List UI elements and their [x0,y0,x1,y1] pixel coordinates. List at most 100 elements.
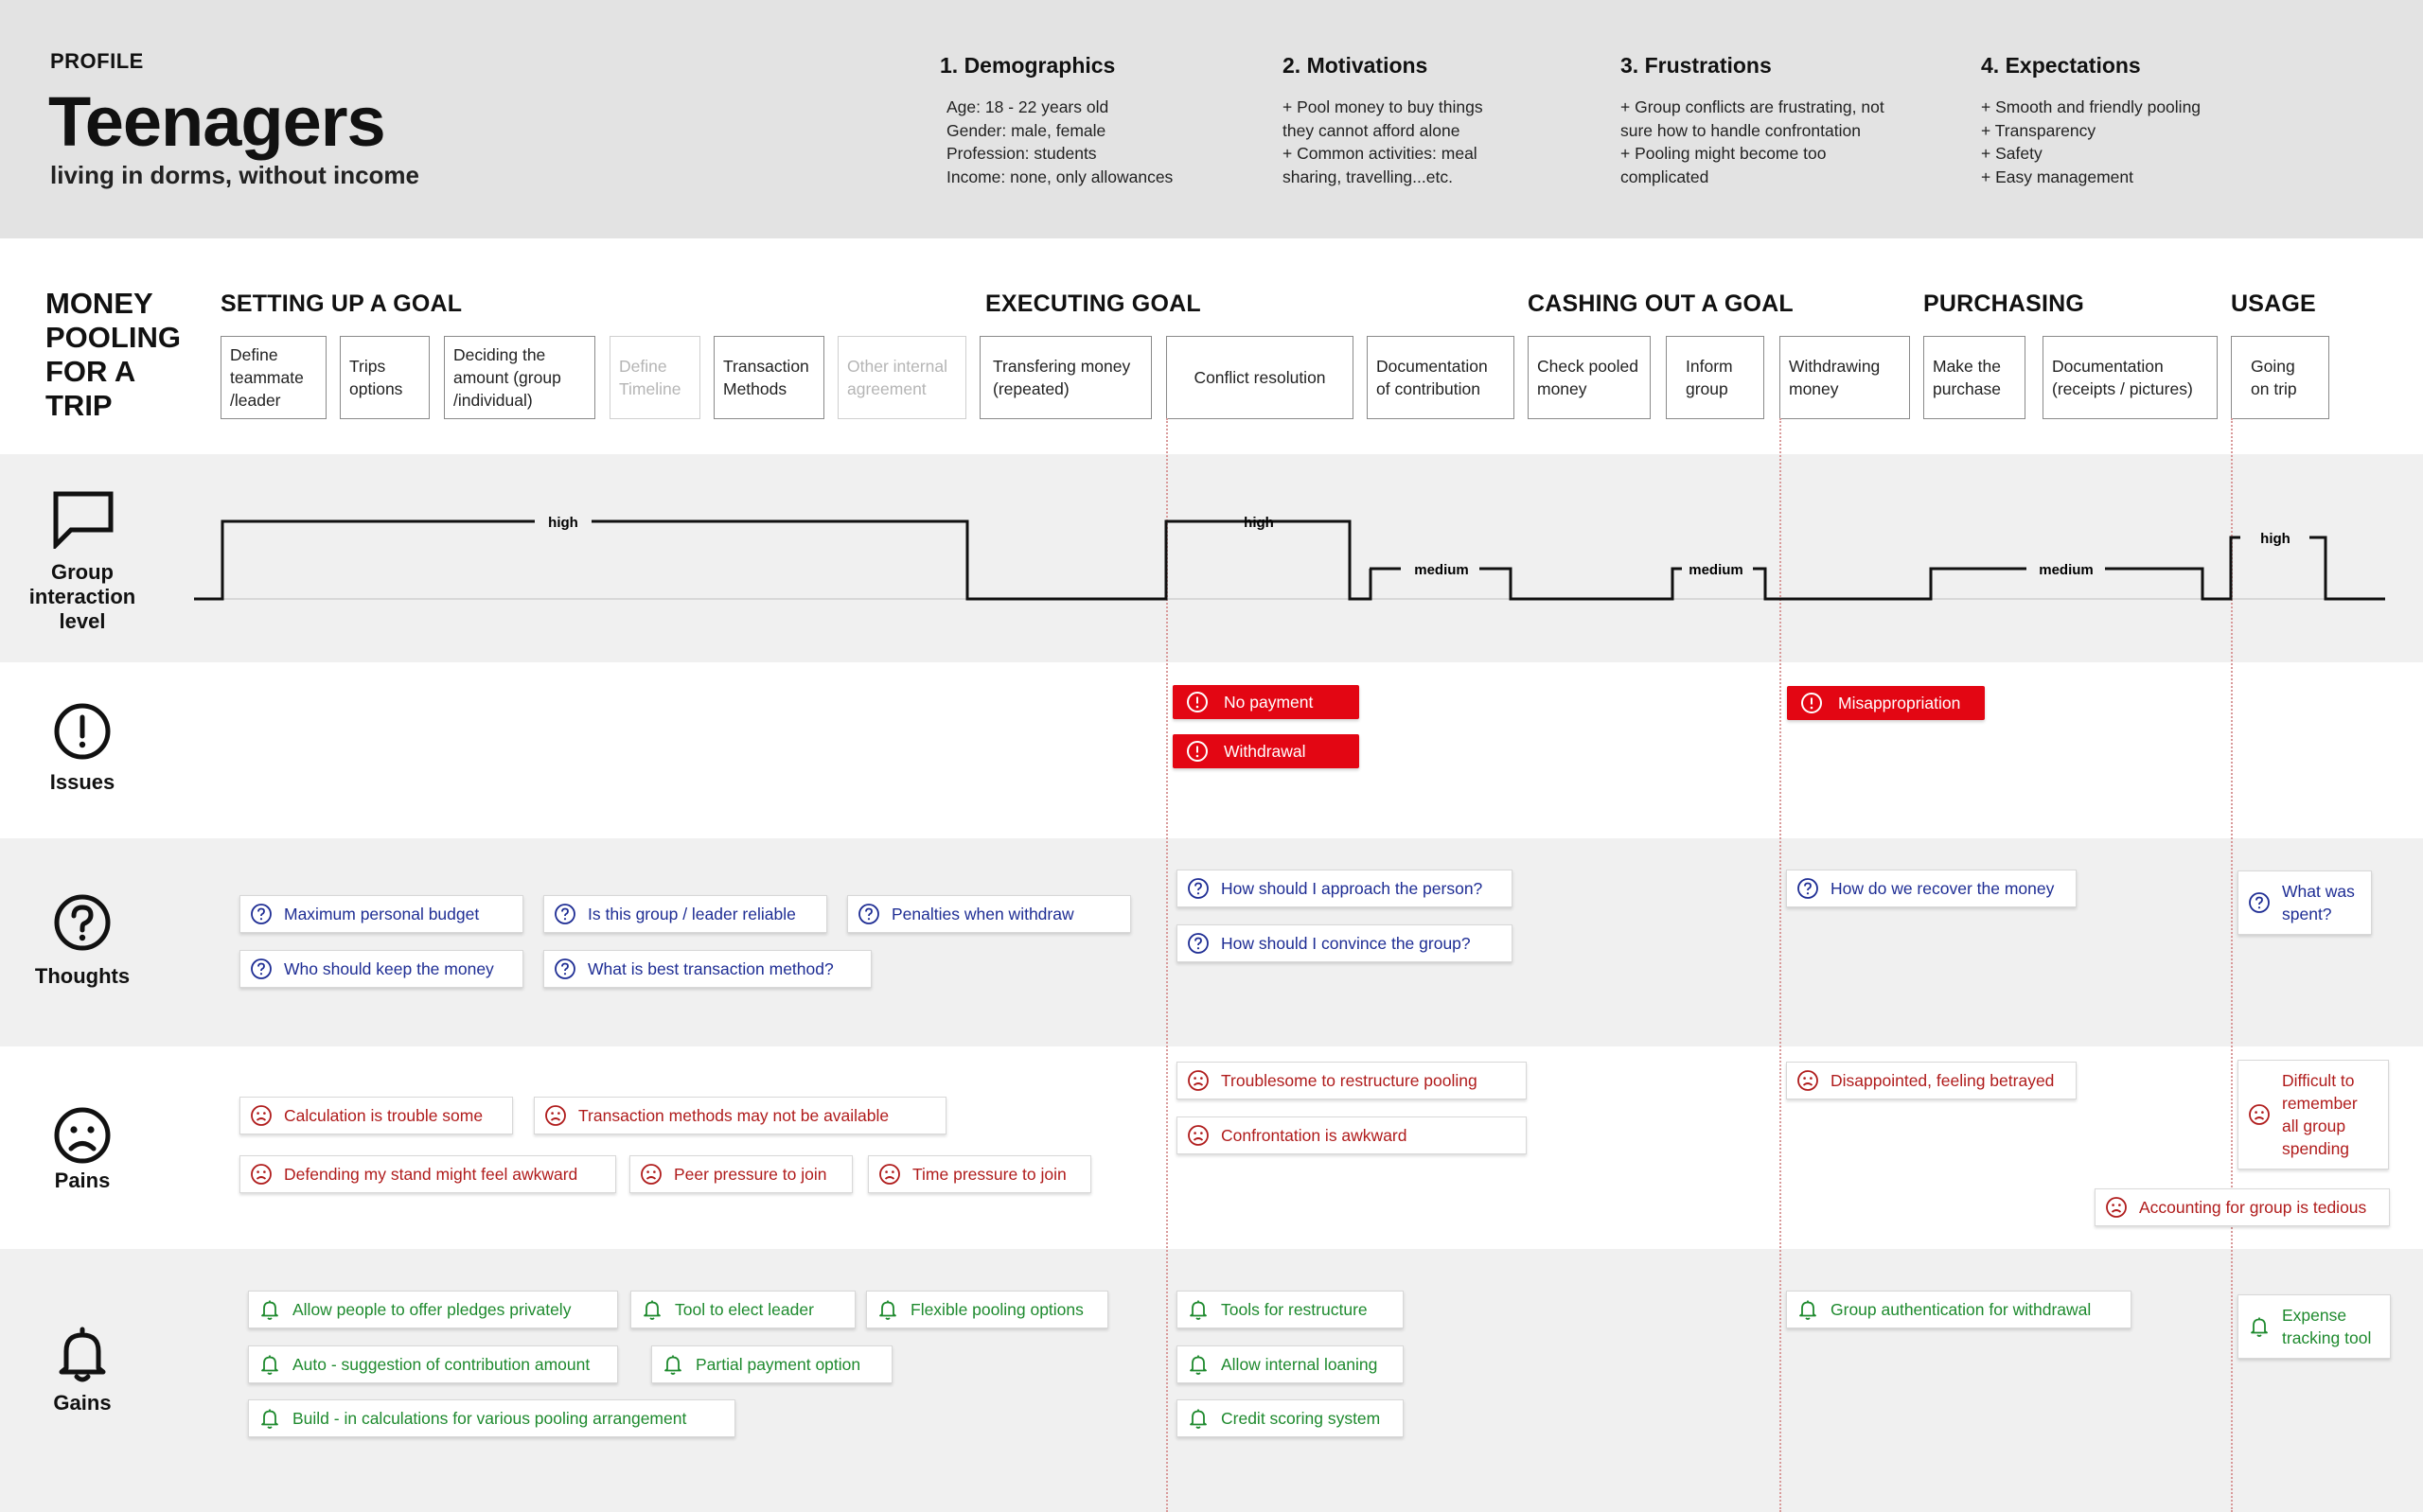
gain-card: Tool to elect leader [630,1291,856,1328]
gain-card: Flexible pooling options [866,1291,1108,1328]
sad-face-icon [545,1105,566,1126]
bell-icon [1190,1409,1207,1429]
question-circle-icon [555,958,575,979]
level-label: medium [2039,562,2094,578]
step-line: Conflict resolution [1194,368,1326,387]
thought-card: Who should keep the money [239,950,523,988]
bell-icon [1799,1300,1816,1320]
phase-usage: USAGE [2231,290,2316,317]
step-line: Methods [723,379,787,398]
gain-card: Auto - suggestion of contribution amount [248,1345,618,1383]
bell-icon [59,1327,106,1382]
bell-icon [664,1355,681,1375]
divider-withdrawing [1779,418,1781,1512]
gain-card: Build - in calculations for various pool… [248,1399,735,1437]
frustrations-line: + Pooling might become too [1620,144,1827,163]
demographics-title: 1. Demographics [940,53,1116,78]
exclamation-circle-icon [1801,693,1822,713]
issue-card: No payment [1173,685,1359,719]
interaction-label: Group interaction level [0,560,165,634]
step-line: (repeated) [993,379,1070,398]
journey-title-line: TRIP [45,389,113,422]
interaction-row [0,454,2423,662]
step-line: agreement [847,379,927,398]
pain-text: Time pressure to join [912,1164,1067,1184]
pain-card: Disappointed, feeling betrayed [1786,1062,2077,1099]
step-line: Transfering money [993,357,1131,376]
interaction-label-line: level [59,609,106,633]
issue-card: Misappropriation [1787,686,1985,720]
step-line: /individual) [453,391,533,410]
step-line: Define [230,345,278,364]
gain-text: Build - in calculations for various pool… [292,1408,687,1428]
step-line: Deciding the [453,345,546,364]
step-line: money [1537,379,1587,398]
motivations-line: + Pool money to buy things [1282,97,1483,116]
step-line: purchase [1933,379,2001,398]
bell-icon [644,1300,661,1320]
interaction-label-line: Group [51,560,114,584]
profile-header [0,0,2423,238]
pain-text: Accounting for group is tedious [2139,1197,2367,1217]
pains-label: Pains [54,1169,111,1192]
issue-text: Withdrawal [1224,741,1306,761]
pain-card: Calculation is trouble some [239,1097,513,1134]
question-circle-icon [1188,933,1209,954]
demographics-line: Age: 18 - 22 years old [946,97,1109,116]
sad-face-icon [54,1107,111,1164]
pain-card: Troublesome to restructure pooling [1176,1062,1527,1099]
expectations-title: 4. Expectations [1981,53,2141,78]
frustrations-title: 3. Frustrations [1620,53,1772,78]
thought-text: Is this group / leader reliable [588,904,796,923]
level-label: medium [1689,562,1743,578]
step-line: Other internal [847,357,948,376]
sad-face-icon [879,1164,900,1185]
step-transfering-money[interactable]: Transfering money (repeated) [980,336,1152,419]
sad-face-icon [2106,1197,2127,1218]
sad-face-icon [1188,1070,1209,1091]
question-circle-icon [1188,878,1209,899]
step-line: Timeline [619,379,681,398]
question-circle-icon [555,904,575,924]
gain-text: Group authentication for withdrawal [1831,1299,2092,1319]
step-check-pooled-money[interactable]: Check pooled money [1528,336,1651,419]
question-circle-icon [251,904,272,924]
step-other-agreement[interactable]: Other internal agreement [838,336,966,419]
step-conflict-resolution[interactable]: Conflict resolution [1166,336,1353,419]
thought-text: What is best transaction method? [588,958,834,978]
thought-card: How do we recover the money [1786,870,2077,907]
journey-title-line: MONEY [45,287,153,320]
bell-icon [261,1409,278,1429]
step-documentation-receipts[interactable]: Documentation (receipts / pictures) [2043,336,2218,419]
question-circle-icon [54,894,111,951]
divider-conflict-resolution [1166,418,1168,1512]
step-line: Check pooled [1537,357,1639,376]
step-line: Documentation [2052,357,2164,376]
exclamation-circle-icon [1187,741,1208,762]
phase-setting-up: SETTING UP A GOAL [221,290,463,317]
pain-text: Disappointed, feeling betrayed [1831,1070,2055,1090]
interaction-label-line: interaction [28,585,136,608]
thought-text: What was spent? [2282,882,2355,923]
bell-icon [1190,1355,1207,1375]
profile-title: Teenagers [48,82,386,161]
phase-cashing-out: CASHING OUT A GOAL [1528,290,1794,317]
bell-icon [261,1355,278,1375]
step-line: options [349,379,403,398]
gain-card: Group authentication for withdrawal [1786,1291,2131,1328]
gain-text: Tool to elect leader [675,1299,814,1319]
gain-text: Credit scoring system [1221,1408,1381,1428]
step-line: (receipts / pictures) [2052,379,2193,398]
gain-text: Partial payment option [696,1354,861,1374]
step-line: of contribution [1376,379,1480,398]
